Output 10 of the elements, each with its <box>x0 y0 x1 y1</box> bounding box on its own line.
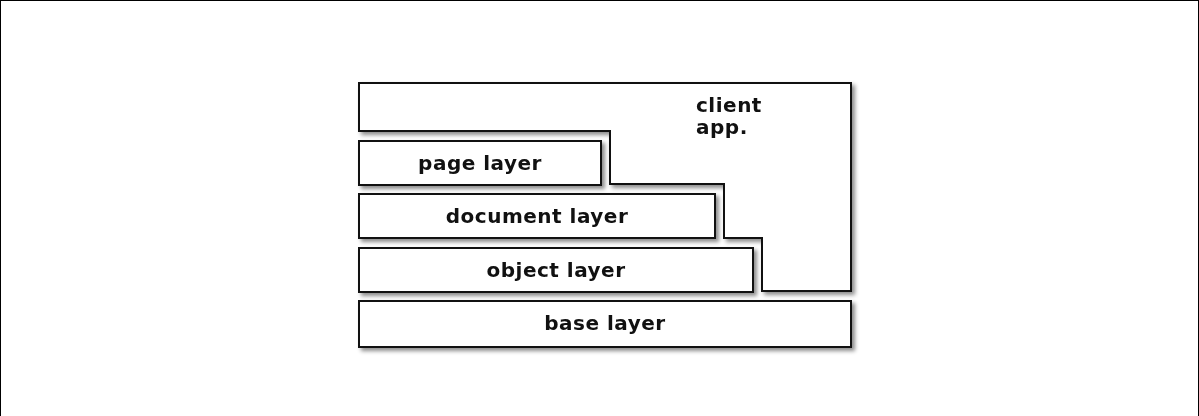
layer-box <box>358 247 754 293</box>
stepped-box <box>358 82 852 292</box>
layer-label: document layer <box>444 205 630 227</box>
layer-box <box>358 193 716 239</box>
layer-label: base layer <box>543 312 667 334</box>
layer-label: client app. <box>696 94 763 138</box>
layer-label: object layer <box>485 259 627 281</box>
layer-box <box>358 300 852 348</box>
layer-label: page layer <box>417 152 543 174</box>
layer-box <box>358 140 602 186</box>
